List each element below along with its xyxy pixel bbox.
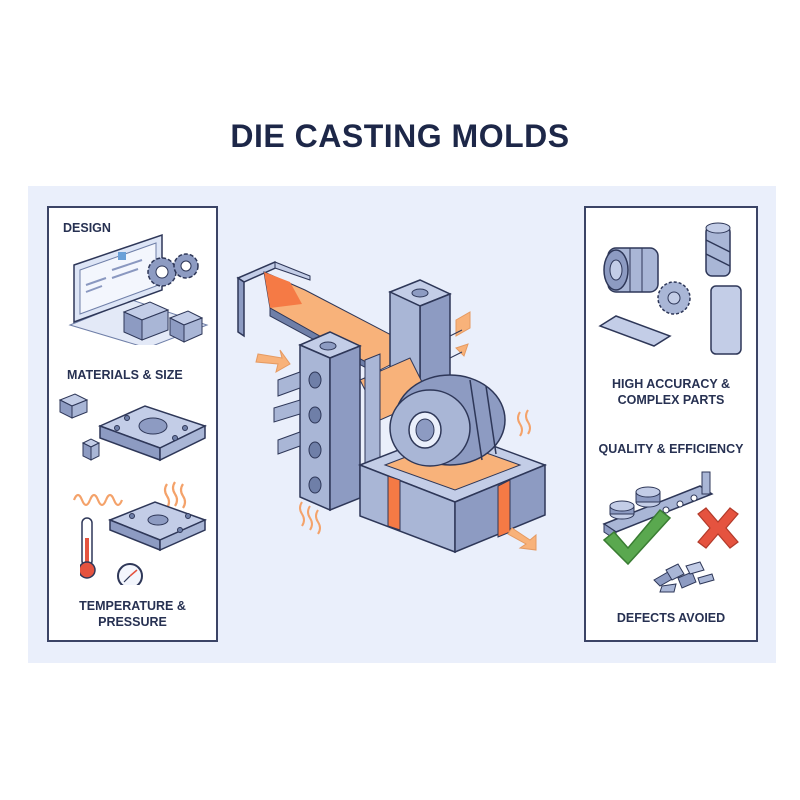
high-accuracy-line1: HIGH ACCURACY &: [611, 377, 731, 391]
complex-parts-icon: [594, 218, 750, 363]
die-casting-machine-illustration: [230, 240, 570, 580]
scrap-pile-icon: [648, 560, 718, 594]
temperature-pressure-line2: PRESSURE: [98, 615, 167, 629]
steel-mold-block-icon: [55, 388, 215, 468]
high-accuracy-label: HIGH ACCURACY & COMPLEX PARTS: [584, 376, 758, 408]
defects-avoided-label: DEFECTS AVOIED: [616, 611, 726, 625]
high-accuracy-line2: COMPLEX PARTS: [617, 393, 725, 407]
conveyor-check-cross-icon: [600, 470, 750, 570]
thermometer-gauge-icon: [80, 500, 215, 585]
materials-size-label: MATERIALS & SIZE: [67, 368, 183, 382]
quality-efficiency-label: QUALITY & EFFICIENCY: [598, 442, 744, 456]
temperature-pressure-line1: TEMPERATURE &: [79, 599, 186, 613]
cad-monitor-gears-icon: [62, 230, 212, 345]
page-title: DIE CASTING MOLDS: [230, 118, 570, 154]
heat-waves-icon: [72, 480, 212, 510]
design-label: DESIGN: [63, 221, 111, 235]
temperature-pressure-label: TEMPERATURE & PRESSURE: [47, 598, 218, 630]
